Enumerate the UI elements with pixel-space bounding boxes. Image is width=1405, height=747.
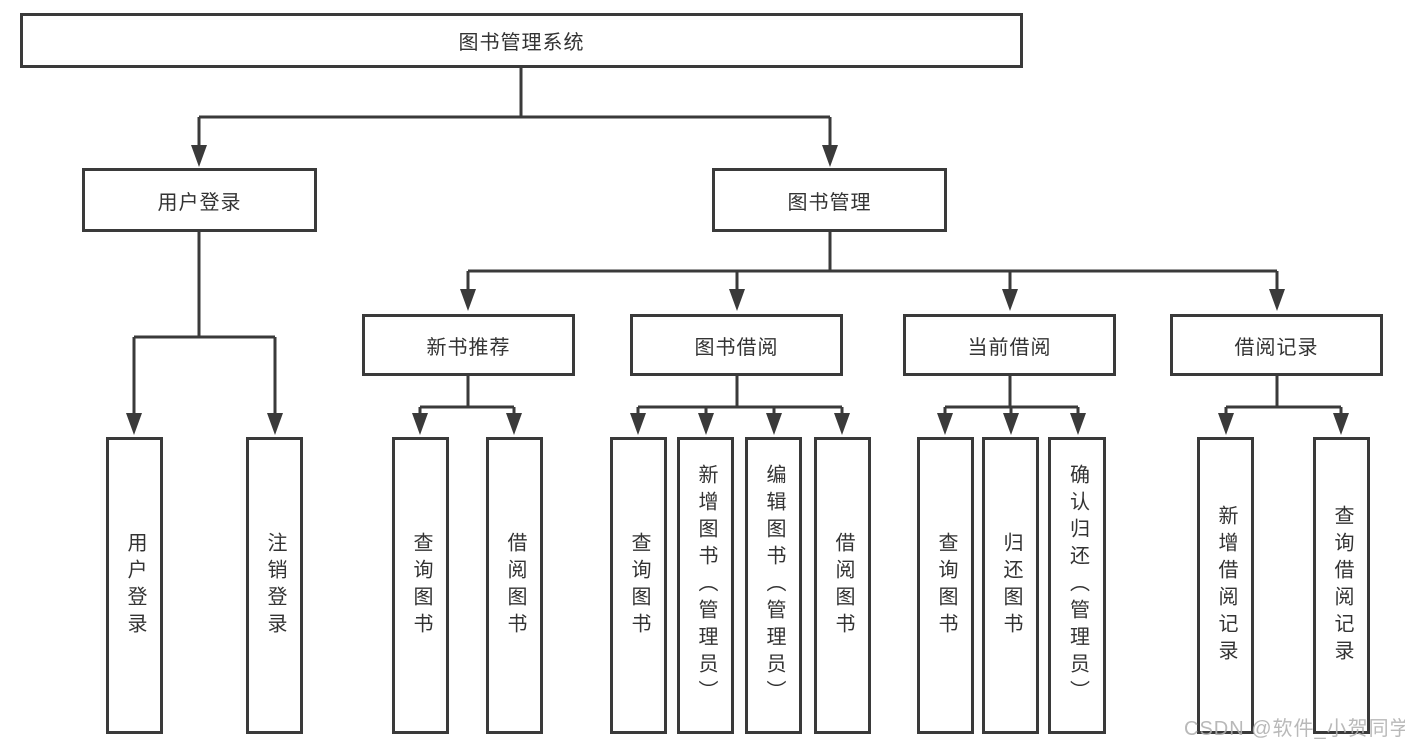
node-borrowing-records: 借阅记录	[1170, 314, 1383, 376]
node-new-book-recommendation: 新书推荐	[362, 314, 575, 376]
node-library-management-system: 图书管理系统	[20, 13, 1023, 68]
node-book-borrowing: 图书借阅	[630, 314, 843, 376]
leaf-query-books-2: 查询图书	[610, 437, 667, 734]
leaf-edit-books-admin: 编辑图书（管理员）	[745, 437, 802, 734]
leaf-confirm-return-admin: 确认归还（管理员）	[1048, 437, 1106, 734]
leaf-user-login: 用户登录	[106, 437, 163, 734]
leaf-borrow-books-2: 借阅图书	[814, 437, 871, 734]
leaf-borrow-books-1: 借阅图书	[486, 437, 543, 734]
leaf-return-books: 归还图书	[982, 437, 1039, 734]
leaf-query-books-1: 查询图书	[392, 437, 449, 734]
leaf-query-borrow-record: 查询借阅记录	[1313, 437, 1370, 734]
leaf-query-books-3: 查询图书	[917, 437, 974, 734]
watermark: CSDN @软件_小贺同学	[1184, 718, 1405, 740]
leaf-add-borrow-record: 新增借阅记录	[1197, 437, 1254, 734]
node-book-management: 图书管理	[712, 168, 947, 232]
node-current-borrowing: 当前借阅	[903, 314, 1116, 376]
leaf-add-books-admin: 新增图书（管理员）	[677, 437, 734, 734]
node-user-login: 用户登录	[82, 168, 317, 232]
leaf-logout: 注销登录	[246, 437, 303, 734]
